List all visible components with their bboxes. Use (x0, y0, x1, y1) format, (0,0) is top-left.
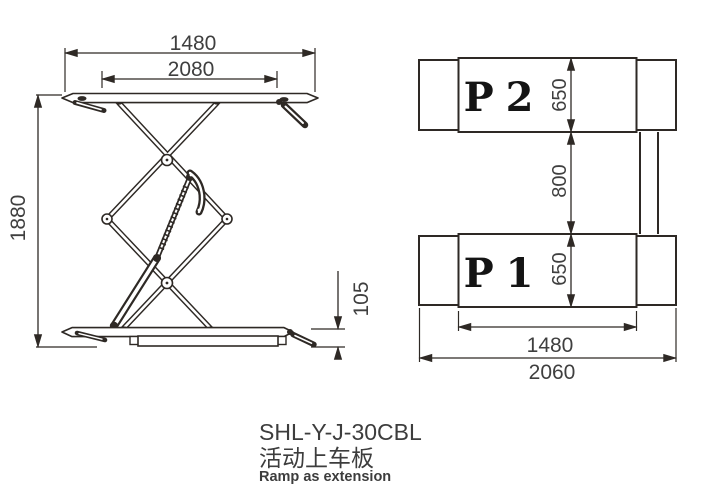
platform-p1: P 1 650 (418, 232, 677, 309)
cylinder-head-pin (153, 254, 161, 262)
platform-p2: P 2 650 (418, 56, 677, 134)
p1-left-extension (418, 235, 460, 306)
p1-deck (457, 233, 638, 308)
dim-platform-span: 1480 (457, 311, 638, 357)
scissor-mechanism (104, 99, 230, 333)
dim-label-2080: 2080 (168, 58, 215, 81)
p2-deck (457, 57, 638, 133)
p2-left-extension (418, 59, 460, 131)
base-assembly (61, 326, 317, 348)
p2-label: P 2 (464, 74, 533, 121)
dim-label-2060: 2060 (529, 361, 576, 384)
pivot-joints (101, 153, 233, 290)
dim-label-1480-top: 1480 (170, 32, 217, 55)
center-connector: 800 (549, 130, 659, 236)
dim-label-105: 105 (350, 281, 373, 316)
top-view-diagram: P 2 650 800 P 1 650 1480 (418, 56, 678, 384)
dim-top-outer-width: 1480 (63, 32, 317, 92)
dim-label-1480-bottom: 1480 (527, 334, 574, 357)
side-view-diagram: 1480 2080 1880 105 (7, 32, 373, 360)
model-number: SHL-Y-J-30CBL (259, 419, 422, 445)
dim-lowered-height: 105 (311, 271, 373, 360)
caption-english: Ramp as extension (259, 469, 391, 485)
base-frame (137, 335, 279, 347)
p1-label: P 1 (464, 250, 533, 297)
dim-label-800: 800 (549, 164, 571, 197)
p1-right-extension (635, 235, 677, 306)
dim-overall-length: 2060 (418, 308, 678, 384)
dim-label-650-p2: 650 (549, 78, 571, 111)
caption-block: SHL-Y-J-30CBL 活动上车板 Ramp as extension (259, 419, 422, 485)
p2-right-extension (635, 59, 677, 131)
dim-label-650-p1: 650 (549, 252, 571, 285)
hydraulic-cylinder (109, 169, 206, 331)
caption-chinese: 活动上车板 (259, 445, 374, 471)
dim-raised-height: 1880 (7, 93, 97, 349)
dim-label-1880: 1880 (7, 195, 30, 242)
top-platform (61, 92, 319, 129)
dim-platform-length: 2080 (100, 58, 279, 88)
